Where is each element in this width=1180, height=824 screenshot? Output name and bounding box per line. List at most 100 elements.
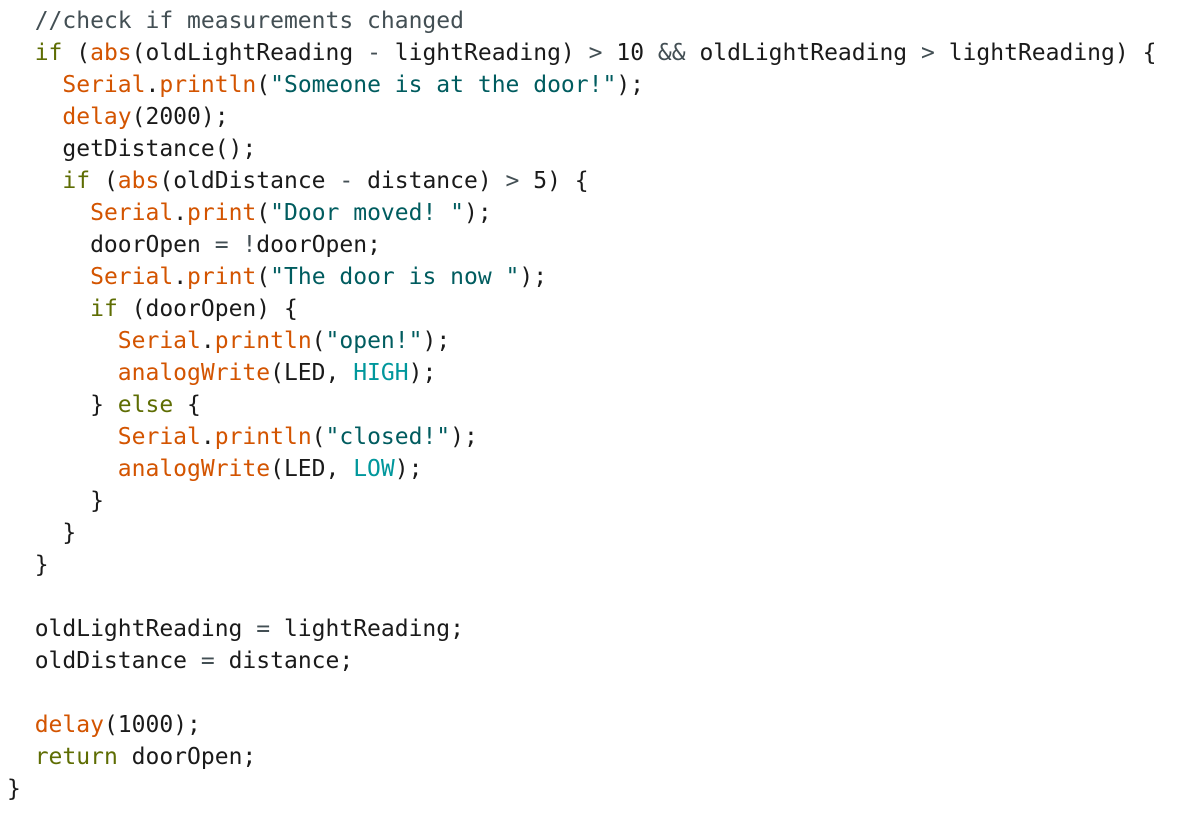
code-line: //check if measurements changed [0,5,1180,37]
code-text: (doorOpen) { [117,296,298,322]
code-text: (oldLightReading [131,40,368,66]
code-operator: = [214,232,229,258]
code-text: oldDistance [7,648,201,674]
code-text: } [7,776,21,802]
code-function: abs [90,40,132,66]
code-text: ); [394,456,423,482]
code-function: Serial [117,424,201,450]
code-text [7,712,35,738]
code-text: getDistance(); [7,136,257,162]
code-text: 10 [602,40,658,66]
code-comment: //check if measurements changed [34,8,464,34]
code-operator: > [588,40,603,66]
code-text: ); [422,328,451,354]
code-function: abs [117,168,160,194]
code-function: Serial [117,328,201,354]
code-text [7,168,62,194]
code-line [0,677,1180,709]
code-operator: ! [242,232,257,258]
code-keyword: if [34,40,63,66]
code-operator: - [339,168,354,194]
code-function: analogWrite [117,360,271,386]
code-string: "Someone is at the door!" [270,72,617,98]
code-text: doorOpen; [117,744,257,770]
code-operator: && [657,40,686,66]
code-text: . [173,264,188,290]
code-text [7,104,62,130]
code-keyword: if [62,168,91,194]
code-function: print [187,264,257,290]
code-text: } [7,552,49,578]
code-line: Serial.println("Someone is at the door!"… [0,69,1180,101]
code-function: println [214,424,312,450]
code-function: print [187,200,257,226]
code-line: delay(1000); [0,709,1180,741]
code-operator: - [367,40,381,66]
code-string: "Door moved! " [270,200,465,226]
code-operator: = [256,616,271,642]
code-text: ( [311,424,326,450]
code-string: "open!" [325,328,423,354]
code-text [7,8,35,34]
code-function: println [159,72,257,98]
code-line: Serial.print("Door moved! "); [0,197,1180,229]
code-text [7,72,62,98]
code-function: Serial [90,200,174,226]
code-operator: > [921,40,935,66]
code-keyword: if [90,296,118,322]
code-operator: > [505,168,520,194]
code-line: delay(2000); [0,101,1180,133]
code-text [7,328,118,354]
code-text [7,296,90,322]
code-text: } [7,488,104,514]
code-line [0,581,1180,613]
code-text [7,200,90,226]
code-text: ); [616,72,645,98]
code-line: } else { [0,389,1180,421]
code-function: delay [62,104,132,130]
code-text: lightReading) [380,40,589,66]
code-text [7,360,118,386]
code-line: doorOpen = !doorOpen; [0,229,1180,261]
code-text: lightReading) { [934,40,1157,66]
code-text: distance) [353,168,506,194]
code-text: lightReading; [270,616,464,642]
code-text: doorOpen [7,232,215,258]
code-text: (oldDistance [159,168,340,194]
code-text [7,424,118,450]
code-line: if (abs(oldLightReading - lightReading) … [0,37,1180,69]
code-constant: HIGH [353,360,409,386]
code-text: (LED, [270,360,354,386]
code-text: (LED, [270,456,354,482]
code-line: oldDistance = distance; [0,645,1180,677]
code-line: } [0,549,1180,581]
code-text: } [7,520,77,546]
code-line: } [0,773,1180,805]
code-text: ( [62,40,91,66]
code-function: Serial [62,72,146,98]
code-line: if (doorOpen) { [0,293,1180,325]
code-text: doorOpen; [256,232,381,258]
code-text: ); [519,264,548,290]
code-line: } [0,517,1180,549]
code-line: } [0,485,1180,517]
code-text: . [200,424,215,450]
code-text: ); [450,424,478,450]
code-text: ); [464,200,492,226]
code-line: oldLightReading = lightReading; [0,613,1180,645]
code-text [7,264,90,290]
code-line: return doorOpen; [0,741,1180,773]
code-function: analogWrite [117,456,271,482]
code-text: } [7,392,118,418]
code-text: (2000); [131,104,229,130]
code-text: . [145,72,160,98]
code-text [7,744,35,770]
code-line: if (abs(oldDistance - distance) > 5) { [0,165,1180,197]
code-line: Serial.print("The door is now "); [0,261,1180,293]
code-editor[interactable]: //check if measurements changed if (abs(… [0,5,1180,805]
code-function: println [214,328,312,354]
code-text: ( [256,72,271,98]
code-line: Serial.println("open!"); [0,325,1180,357]
code-text: ( [90,168,118,194]
code-text: oldLightReading [685,40,921,66]
